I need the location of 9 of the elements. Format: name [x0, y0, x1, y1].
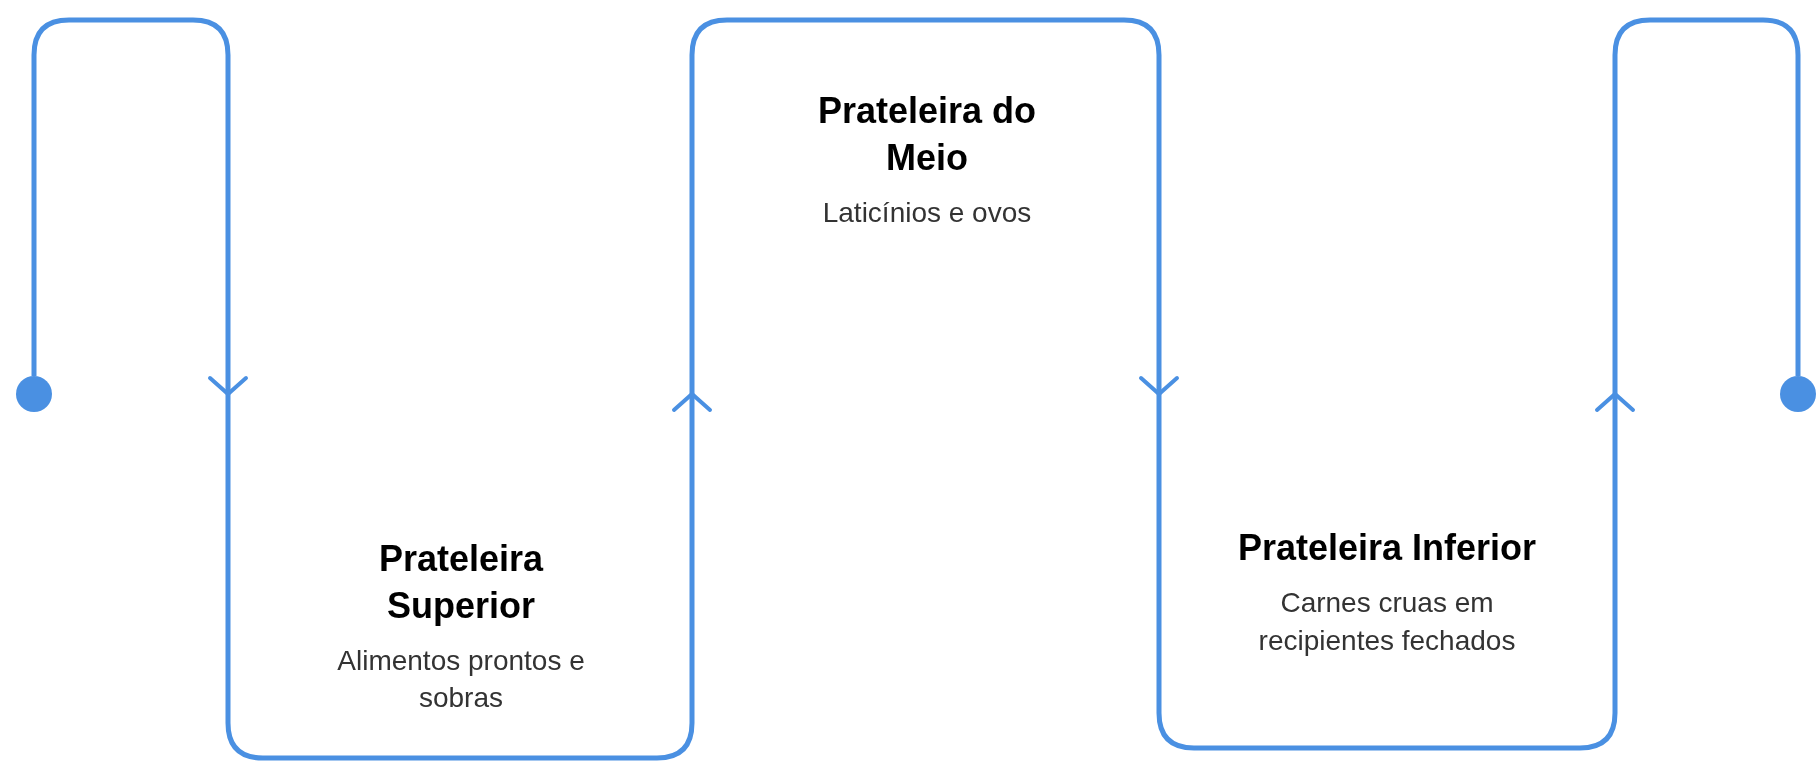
shelf-description: Laticínios e ovos	[821, 195, 1033, 230]
shelf-title: Prateleira Inferior	[1236, 526, 1538, 570]
shelf-description: Carnes cruas em recipientes fechados	[1257, 585, 1517, 658]
end-dot	[16, 376, 52, 412]
flow-line	[31, 17, 1801, 761]
end-dot	[1780, 376, 1816, 412]
shelf-description: Alimentos prontos e sobras	[336, 643, 586, 716]
shelf-title: Prateleira Superior	[377, 537, 545, 628]
shelf-title: Prateleira do Meio	[816, 89, 1038, 180]
